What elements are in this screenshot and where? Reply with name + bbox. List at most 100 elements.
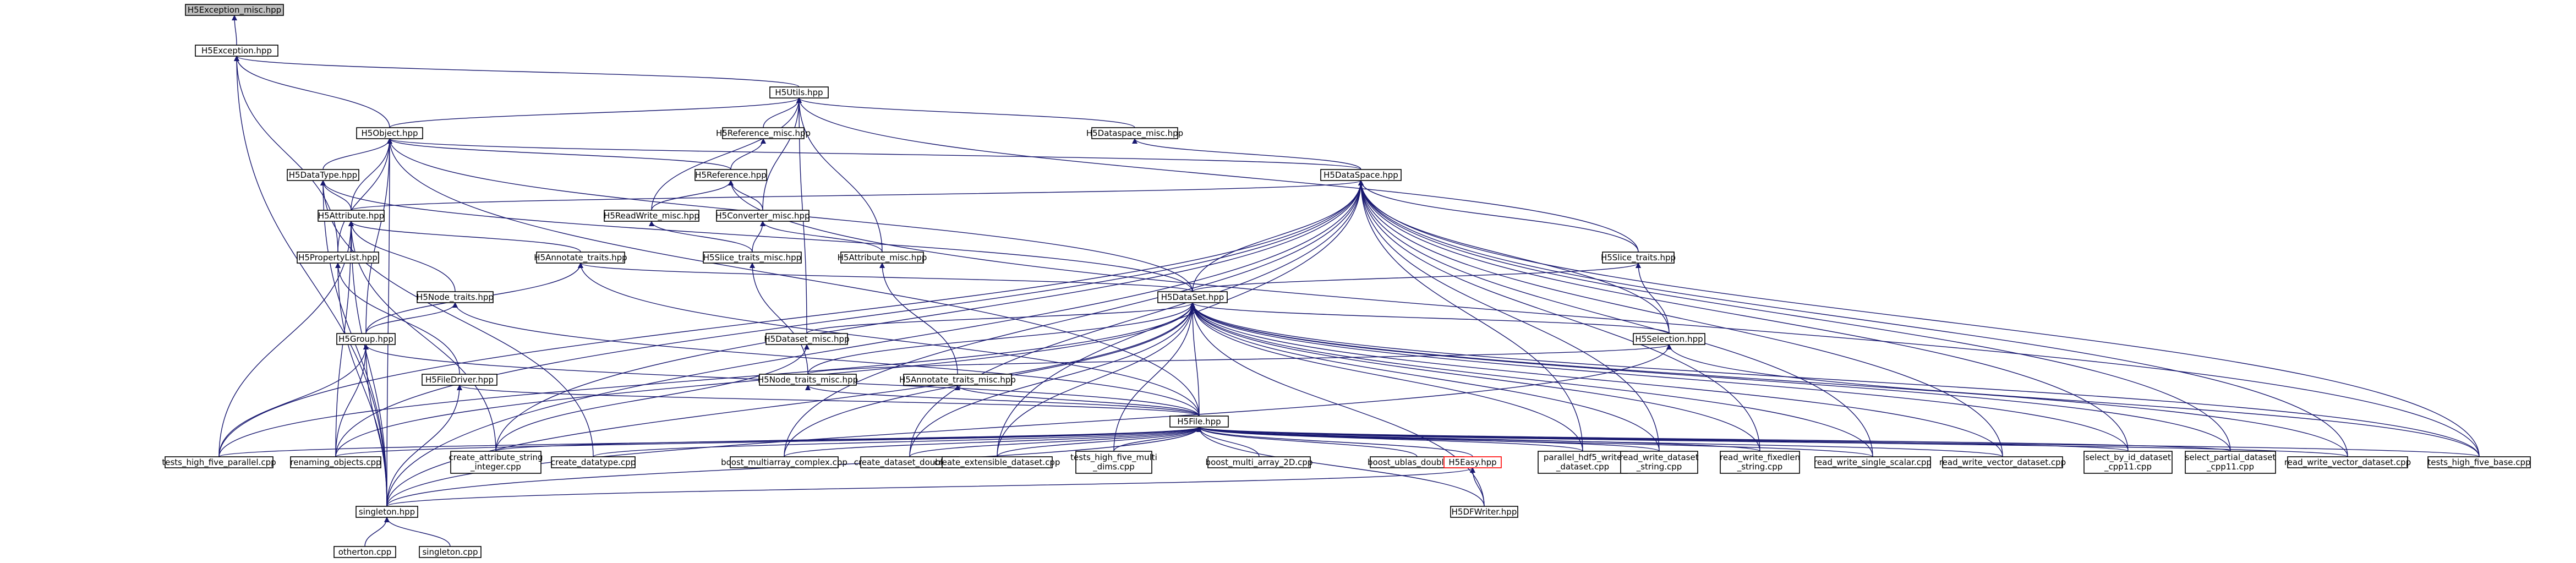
- node-singleton-label: singleton.hpp: [359, 507, 415, 517]
- node-h5exception[interactable]: H5Exception.hpp: [195, 45, 278, 57]
- node-read-write-single-scalar-label: read_write_single_scalar.cpp: [1814, 457, 1932, 468]
- edge-boost-multiarray-complex-to-h5dataspace: [784, 180, 1364, 457]
- edge-h5attribute-misc-to-h5converter-misc: [760, 221, 883, 253]
- node-renaming-objects[interactable]: renaming_objects.cpp: [290, 456, 381, 468]
- node-boost-ublas-double[interactable]: boost_ublas_double.cpp: [1368, 456, 1467, 468]
- node-read-write-dataset-string[interactable]: read_write_dataset_string.cpp: [1620, 451, 1699, 474]
- node-renaming-objects-label: renaming_objects.cpp: [290, 457, 381, 468]
- node-singleton-cpp[interactable]: singleton.cpp: [419, 546, 482, 558]
- node-h5annotate-traits-misc[interactable]: H5Annotate_traits_misc.hpp: [899, 374, 1016, 386]
- node-select-partial-dataset-cpp11-box: [2185, 451, 2276, 474]
- node-h5converter-misc[interactable]: H5Converter_misc.hpp: [715, 210, 810, 222]
- node-h5attribute-label: H5Attribute.hpp: [318, 211, 384, 221]
- node-create-dataset-double-label: create_dataset_double.cpp: [854, 457, 966, 468]
- edge-h5dataset-to-h5annotate-traits: [578, 263, 1193, 292]
- node-read-write-vector-dataset-right-box: [2287, 456, 2408, 468]
- node-select-by-id-dataset-cpp11-box: [2083, 451, 2173, 474]
- node-h5reference[interactable]: H5Reference.hpp: [694, 169, 767, 181]
- edge-h5node-traits-misc-to-h5selection: [807, 344, 1672, 375]
- node-h5exception-misc-label: H5Exception_misc.hpp: [188, 5, 281, 15]
- edge-h5file-to-h5object: [387, 138, 1200, 417]
- edge-h5file-to-h5node-traits: [452, 302, 1200, 417]
- node-boost-multi-array-2d-box: [1207, 456, 1311, 468]
- edge-h5converter-misc-to-h5utils: [762, 97, 802, 211]
- node-read-write-single-scalar[interactable]: read_write_single_scalar.cpp: [1814, 456, 1932, 468]
- node-parallel-hdf5-write-dataset[interactable]: parallel_hdf5_write_dataset.cpp: [1538, 451, 1628, 474]
- node-h5group-box: [336, 333, 396, 345]
- edge-h5selection-to-h5dataset: [1190, 302, 1670, 334]
- node-select-partial-dataset-cpp11-label: select_partial_dataset_cpp11.cpp: [2185, 452, 2276, 472]
- node-boost-multiarray-complex[interactable]: boost_multiarray_complex.cpp: [721, 456, 847, 468]
- node-h5propertylist[interactable]: H5PropertyList.hpp: [297, 252, 379, 264]
- node-h5dataspace-misc[interactable]: H5Dataspace_misc.hpp: [1086, 127, 1183, 139]
- edge-read-write-dataset-string-to-h5dataset: [1190, 302, 1660, 452]
- node-select-partial-dataset-cpp11[interactable]: select_partial_dataset_cpp11.cpp: [2185, 451, 2276, 474]
- node-h5object-label: H5Object.hpp: [362, 128, 418, 138]
- node-h5readwrite-misc[interactable]: H5ReadWrite_misc.hpp: [604, 210, 699, 222]
- node-read-write-fixedlen-string[interactable]: read_write_fixedlen_string.cpp: [1720, 451, 1800, 474]
- node-h5dataspace[interactable]: H5DataSpace.hpp: [1320, 169, 1402, 181]
- edge-h5converter-misc-to-h5reference: [728, 180, 763, 211]
- edge-h5slice-traits-to-h5dataspace: [1358, 180, 1639, 253]
- node-h5attribute[interactable]: H5Attribute.hpp: [318, 210, 385, 222]
- node-select-by-id-dataset-cpp11[interactable]: select_by_id_dataset_cpp11.cpp: [2083, 451, 2173, 474]
- edge-parallel-hdf5-write-dataset-to-h5file: [1196, 427, 1583, 452]
- node-read-write-vector-dataset-right[interactable]: read_write_vector_dataset.cpp: [2284, 456, 2411, 468]
- node-h5easy[interactable]: H5Easy.hpp: [1443, 456, 1502, 468]
- edge-h5group-to-h5object: [365, 138, 392, 334]
- node-create-attribute-string-integer-box: [450, 451, 542, 474]
- edge-tests-high-five-multi-dims-to-h5file: [1113, 427, 1202, 452]
- node-tests-high-five-parallel[interactable]: tests_high_five_parallel.cpp: [162, 456, 276, 468]
- edge-create-datatype-to-h5file: [593, 427, 1202, 457]
- edge-h5utils-to-h5exception: [234, 56, 800, 88]
- node-h5group[interactable]: H5Group.hpp: [336, 333, 396, 345]
- node-h5annotate-traits[interactable]: H5Annotate_traits.hpp: [534, 252, 627, 264]
- node-create-datatype[interactable]: create_datatype.cpp: [551, 456, 636, 468]
- node-h5converter-misc-label: H5Converter_misc.hpp: [715, 211, 810, 221]
- node-h5object[interactable]: H5Object.hpp: [356, 127, 423, 139]
- node-h5slice-traits[interactable]: H5Slice_traits.hpp: [1601, 252, 1676, 264]
- node-read-write-vector-dataset-top[interactable]: read_write_vector_dataset.cpp: [1939, 456, 2066, 468]
- node-h5filedriver[interactable]: H5FileDriver.hpp: [422, 374, 497, 386]
- edge-h5attribute-to-h5object: [351, 138, 392, 211]
- node-h5selection[interactable]: H5Selection.hpp: [1633, 333, 1705, 345]
- node-otherton[interactable]: otherton.cpp: [333, 546, 396, 558]
- node-h5node-traits-misc[interactable]: H5Node_traits_misc.hpp: [758, 374, 858, 386]
- node-singleton[interactable]: singleton.hpp: [356, 506, 418, 518]
- node-h5file[interactable]: H5File.hpp: [1169, 416, 1229, 428]
- node-h5datatype[interactable]: H5DataType.hpp: [287, 169, 359, 181]
- node-tests-high-five-base[interactable]: tests_high_five_base.cpp: [2427, 456, 2531, 468]
- node-create-dataset-double[interactable]: create_dataset_double.cpp: [854, 456, 966, 468]
- edge-read-write-single-scalar-to-h5file: [1196, 427, 1873, 457]
- edge-create-dataset-double-to-h5dataspace: [909, 180, 1364, 457]
- node-h5dataset[interactable]: H5DataSet.hpp: [1157, 291, 1228, 303]
- node-parallel-hdf5-write-dataset-box: [1538, 451, 1628, 474]
- node-h5dfwriter[interactable]: H5DFWriter.hpp: [1450, 506, 1518, 518]
- node-h5dataspace-misc-label: H5Dataspace_misc.hpp: [1086, 128, 1183, 139]
- edge-h5propertylist-to-h5object: [337, 138, 392, 253]
- edge-singleton-to-h5group: [363, 344, 387, 507]
- node-h5dataset-misc[interactable]: H5Dataset_misc.hpp: [764, 333, 850, 345]
- node-h5datatype-label: H5DataType.hpp: [289, 170, 357, 180]
- node-h5annotate-traits-misc-label: H5Annotate_traits_misc.hpp: [899, 375, 1016, 385]
- node-h5attribute-misc-label: H5Attribute_misc.hpp: [838, 253, 927, 263]
- node-h5slice-traits-misc-box: [703, 252, 802, 264]
- edge-h5readwrite-misc-to-h5utils: [651, 97, 802, 211]
- edge-h5dataspace-misc-to-h5utils: [796, 97, 1135, 128]
- edge-h5attribute-to-h5dataspace: [351, 180, 1364, 211]
- node-create-attribute-string-integer[interactable]: create_attribute_string_integer.cpp: [449, 451, 543, 474]
- node-h5reference-misc[interactable]: H5Reference_misc.hpp: [716, 127, 811, 139]
- node-singleton-box: [356, 506, 418, 518]
- node-boost-multi-array-2d[interactable]: boost_multi_array_2D.cpp: [1206, 456, 1313, 468]
- edge-read-write-vector-dataset-right-to-h5dataspace: [1358, 180, 2348, 457]
- node-h5slice-traits-misc[interactable]: H5Slice_traits_misc.hpp: [703, 252, 802, 264]
- node-h5attribute-misc[interactable]: H5Attribute_misc.hpp: [838, 252, 927, 264]
- node-h5node-traits[interactable]: H5Node_traits.hpp: [417, 291, 494, 303]
- node-tests-high-five-multi-dims[interactable]: tests_high_five_multi_dims.cpp: [1070, 451, 1157, 474]
- node-h5file-label: H5File.hpp: [1177, 417, 1221, 427]
- node-h5slice-traits-label: H5Slice_traits.hpp: [1601, 253, 1676, 263]
- node-read-write-vector-dataset-top-box: [1942, 456, 2063, 468]
- edge-singleton-to-h5dataspace: [386, 180, 1364, 507]
- node-create-extensible-dataset[interactable]: create_extensible_dataset.cpp: [934, 456, 1060, 468]
- node-h5utils[interactable]: H5Utils.hpp: [769, 86, 829, 99]
